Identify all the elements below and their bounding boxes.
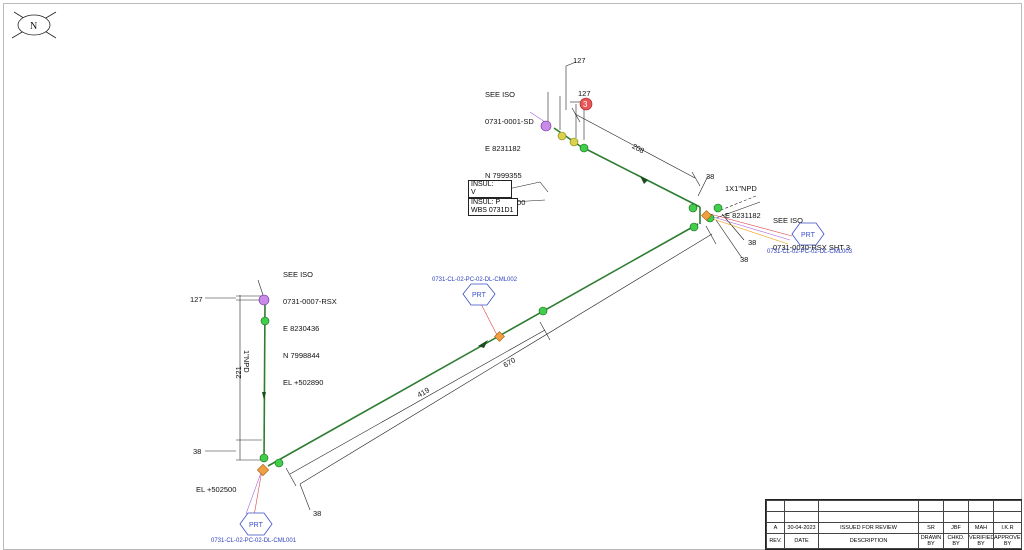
npd-right-label: 1X1"NPD E 8231182 (725, 184, 761, 220)
approved-by-value: I.K.R (993, 522, 1022, 535)
support-symbol (701, 210, 712, 221)
drawn-by-value: SR (918, 522, 944, 535)
dim-221: 221 (233, 366, 243, 379)
prt-hexagon (791, 222, 825, 246)
title-block: A 30-04-2023 ISSUED FOR REVIEW SR JBF MA… (765, 499, 1022, 550)
prt-label: PRT (249, 522, 264, 529)
checked-by-value: JBF (943, 522, 969, 535)
weld-flag: 3 (579, 97, 593, 111)
weld-flag-number: 3 (583, 100, 588, 109)
fitting-node (579, 143, 589, 153)
rev-value: A (766, 522, 785, 535)
fittings (256, 120, 723, 477)
dim-127-mid: 127 (578, 89, 591, 98)
dim-38-right-b: 38 (748, 238, 757, 247)
npd-vertical-label: 1"NPD (242, 350, 251, 373)
weld-node (540, 120, 552, 132)
fitting-node (688, 203, 698, 213)
cml002-tag: 0731-CL-02-PC-02-DL-CML002 (432, 277, 518, 283)
north-label: N (30, 21, 37, 32)
see-iso-left-label: SEE ISO 0731-0007-RSX E 8230436 N 799884… (283, 270, 337, 387)
prt-labels: PRT PRT PRT (249, 232, 816, 529)
prt-hexagon (239, 512, 273, 536)
title-block-header-row: REV. DATE DESCRIPTION DRAWN BY CHKD. BY … (766, 533, 1022, 549)
date-value: 30-04-2023 (784, 522, 819, 535)
dim-38-right-a: 38 (706, 172, 715, 181)
dim-127-top: 127 (573, 56, 586, 65)
description-value: ISSUED FOR REVIEW (818, 522, 919, 535)
valve-node (569, 137, 579, 147)
approved-by-header: APPROVED BY (993, 533, 1022, 549)
rev-header: REV. (766, 533, 785, 549)
prt-hexagon (462, 283, 496, 306)
elevation-bottom-label: EL +502500 (196, 485, 237, 494)
title-block-row (766, 499, 1022, 513)
weld-node (258, 294, 270, 306)
date-header: DATE (784, 533, 819, 549)
cml003-tag: 0731-CL-02-PC-02-DL-CML003 (767, 249, 853, 255)
valve-node (557, 131, 567, 141)
verified-by-value: MAH (968, 522, 994, 535)
flow-arrows (262, 176, 648, 400)
support-symbol (256, 463, 270, 477)
prt-tags (239, 222, 825, 536)
dim-38-bottom: 38 (313, 509, 322, 518)
description-header: DESCRIPTION (818, 533, 919, 549)
dim-38-right-c: 38 (740, 255, 749, 264)
title-block-row (766, 511, 1022, 524)
fitting-node (689, 222, 699, 232)
support-symbol (494, 331, 505, 342)
fitting-node (259, 453, 269, 463)
prt-label: PRT (472, 292, 487, 299)
insul-v-box: INSUL: V (468, 180, 512, 198)
checked-by-header: CHKD. BY (943, 533, 969, 549)
north-arrow: N (11, 11, 57, 39)
dim-38-left: 38 (193, 447, 202, 456)
title-block-row: A 30-04-2023 ISSUED FOR REVIEW SR JBF MA… (766, 522, 1022, 535)
fitting-node (260, 316, 270, 326)
prt-label: PRT (801, 232, 816, 239)
fitting-node (538, 306, 548, 316)
see-iso-right-label: SEE ISO 0731-0030-RSX SHT 3 (773, 216, 850, 252)
verified-by-header: VERIFIED BY (968, 533, 994, 549)
insul-p-box: INSUL: P WBS 0731D1 (468, 198, 518, 216)
dim-127-left: 127 (190, 295, 203, 304)
drawn-by-header: DRAWN BY (918, 533, 944, 549)
cml001-tag: 0731-CL-02-PC-02-DL-CML001 (211, 538, 297, 544)
fitting-node (713, 203, 723, 213)
tag-leaders (245, 111, 793, 517)
fitting-node (274, 458, 284, 468)
